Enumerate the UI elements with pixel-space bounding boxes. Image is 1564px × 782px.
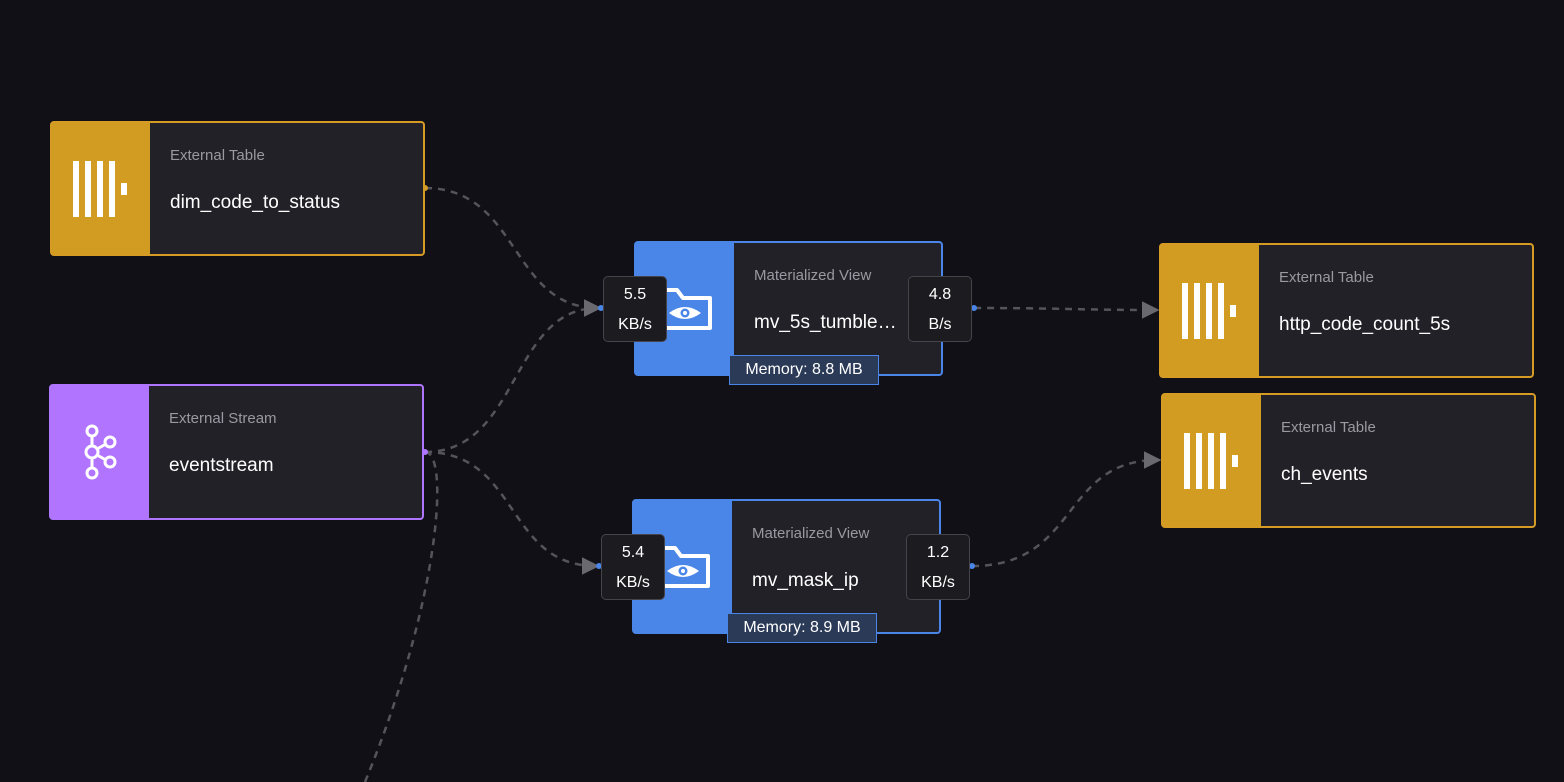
input-rate-badge: 5.5 KB/s bbox=[603, 276, 667, 342]
rate-unit: KB/s bbox=[921, 574, 955, 591]
node-name-label: mv_mask_ip bbox=[752, 570, 859, 591]
output-rate-badge: 1.2 KB/s bbox=[906, 534, 970, 600]
external-table-icon-box bbox=[52, 123, 150, 254]
node-dim-code-to-status[interactable]: External Table dim_code_to_status bbox=[50, 121, 425, 256]
edge-eventstream-to-mv5s bbox=[424, 299, 602, 454]
edge-mv5s-to-http bbox=[973, 301, 1160, 319]
node-name-label: eventstream bbox=[169, 455, 274, 476]
node-kind-label: External Table bbox=[1281, 419, 1376, 436]
rate-unit: KB/s bbox=[618, 316, 652, 333]
clickhouse-bars-icon bbox=[1182, 282, 1236, 339]
rate-value: 1.2 bbox=[926, 544, 950, 561]
kafka-icon bbox=[84, 424, 117, 480]
node-name-label: dim_code_to_status bbox=[170, 192, 341, 213]
node-ch-events[interactable]: External Table ch_events bbox=[1161, 393, 1536, 528]
rate-value: 4.8 bbox=[928, 286, 952, 303]
rate-value: 5.4 bbox=[621, 544, 645, 561]
input-rate-badge: 5.4 KB/s bbox=[601, 534, 665, 600]
external-table-icon-box bbox=[1163, 395, 1261, 526]
node-name-label: http_code_count_5s bbox=[1279, 314, 1451, 335]
node-http-code-count-5s[interactable]: External Table http_code_count_5s bbox=[1159, 243, 1534, 378]
node-kind-label: Materialized View bbox=[752, 525, 870, 542]
clickhouse-bars-icon bbox=[1184, 432, 1238, 489]
memory-badge: Memory: 8.8 MB bbox=[729, 355, 879, 385]
node-kind-label: Materialized View bbox=[754, 267, 872, 284]
external-table-icon-box bbox=[1161, 245, 1259, 376]
rate-value: 5.5 bbox=[623, 286, 647, 303]
rate-unit: B/s bbox=[928, 316, 952, 333]
node-name-label: mv_5s_tumble_t... bbox=[754, 312, 903, 333]
edge-dim-to-mv5s bbox=[424, 186, 602, 317]
node-kind-label: External Table bbox=[1279, 269, 1374, 286]
memory-badge: Memory: 8.9 MB bbox=[727, 613, 877, 643]
output-rate-badge: 4.8 B/s bbox=[908, 276, 972, 342]
node-eventstream[interactable]: External Stream eventstream bbox=[49, 384, 424, 520]
node-name-label: ch_events bbox=[1281, 464, 1368, 485]
external-stream-icon-box bbox=[51, 386, 149, 518]
edge-mvmask-to-chevents bbox=[971, 451, 1162, 568]
rate-unit: KB/s bbox=[616, 574, 650, 591]
edge-eventstream-to-mvmask bbox=[424, 450, 600, 575]
clickhouse-bars-icon bbox=[73, 160, 127, 217]
node-kind-label: External Table bbox=[170, 147, 265, 164]
node-kind-label: External Stream bbox=[169, 410, 277, 427]
